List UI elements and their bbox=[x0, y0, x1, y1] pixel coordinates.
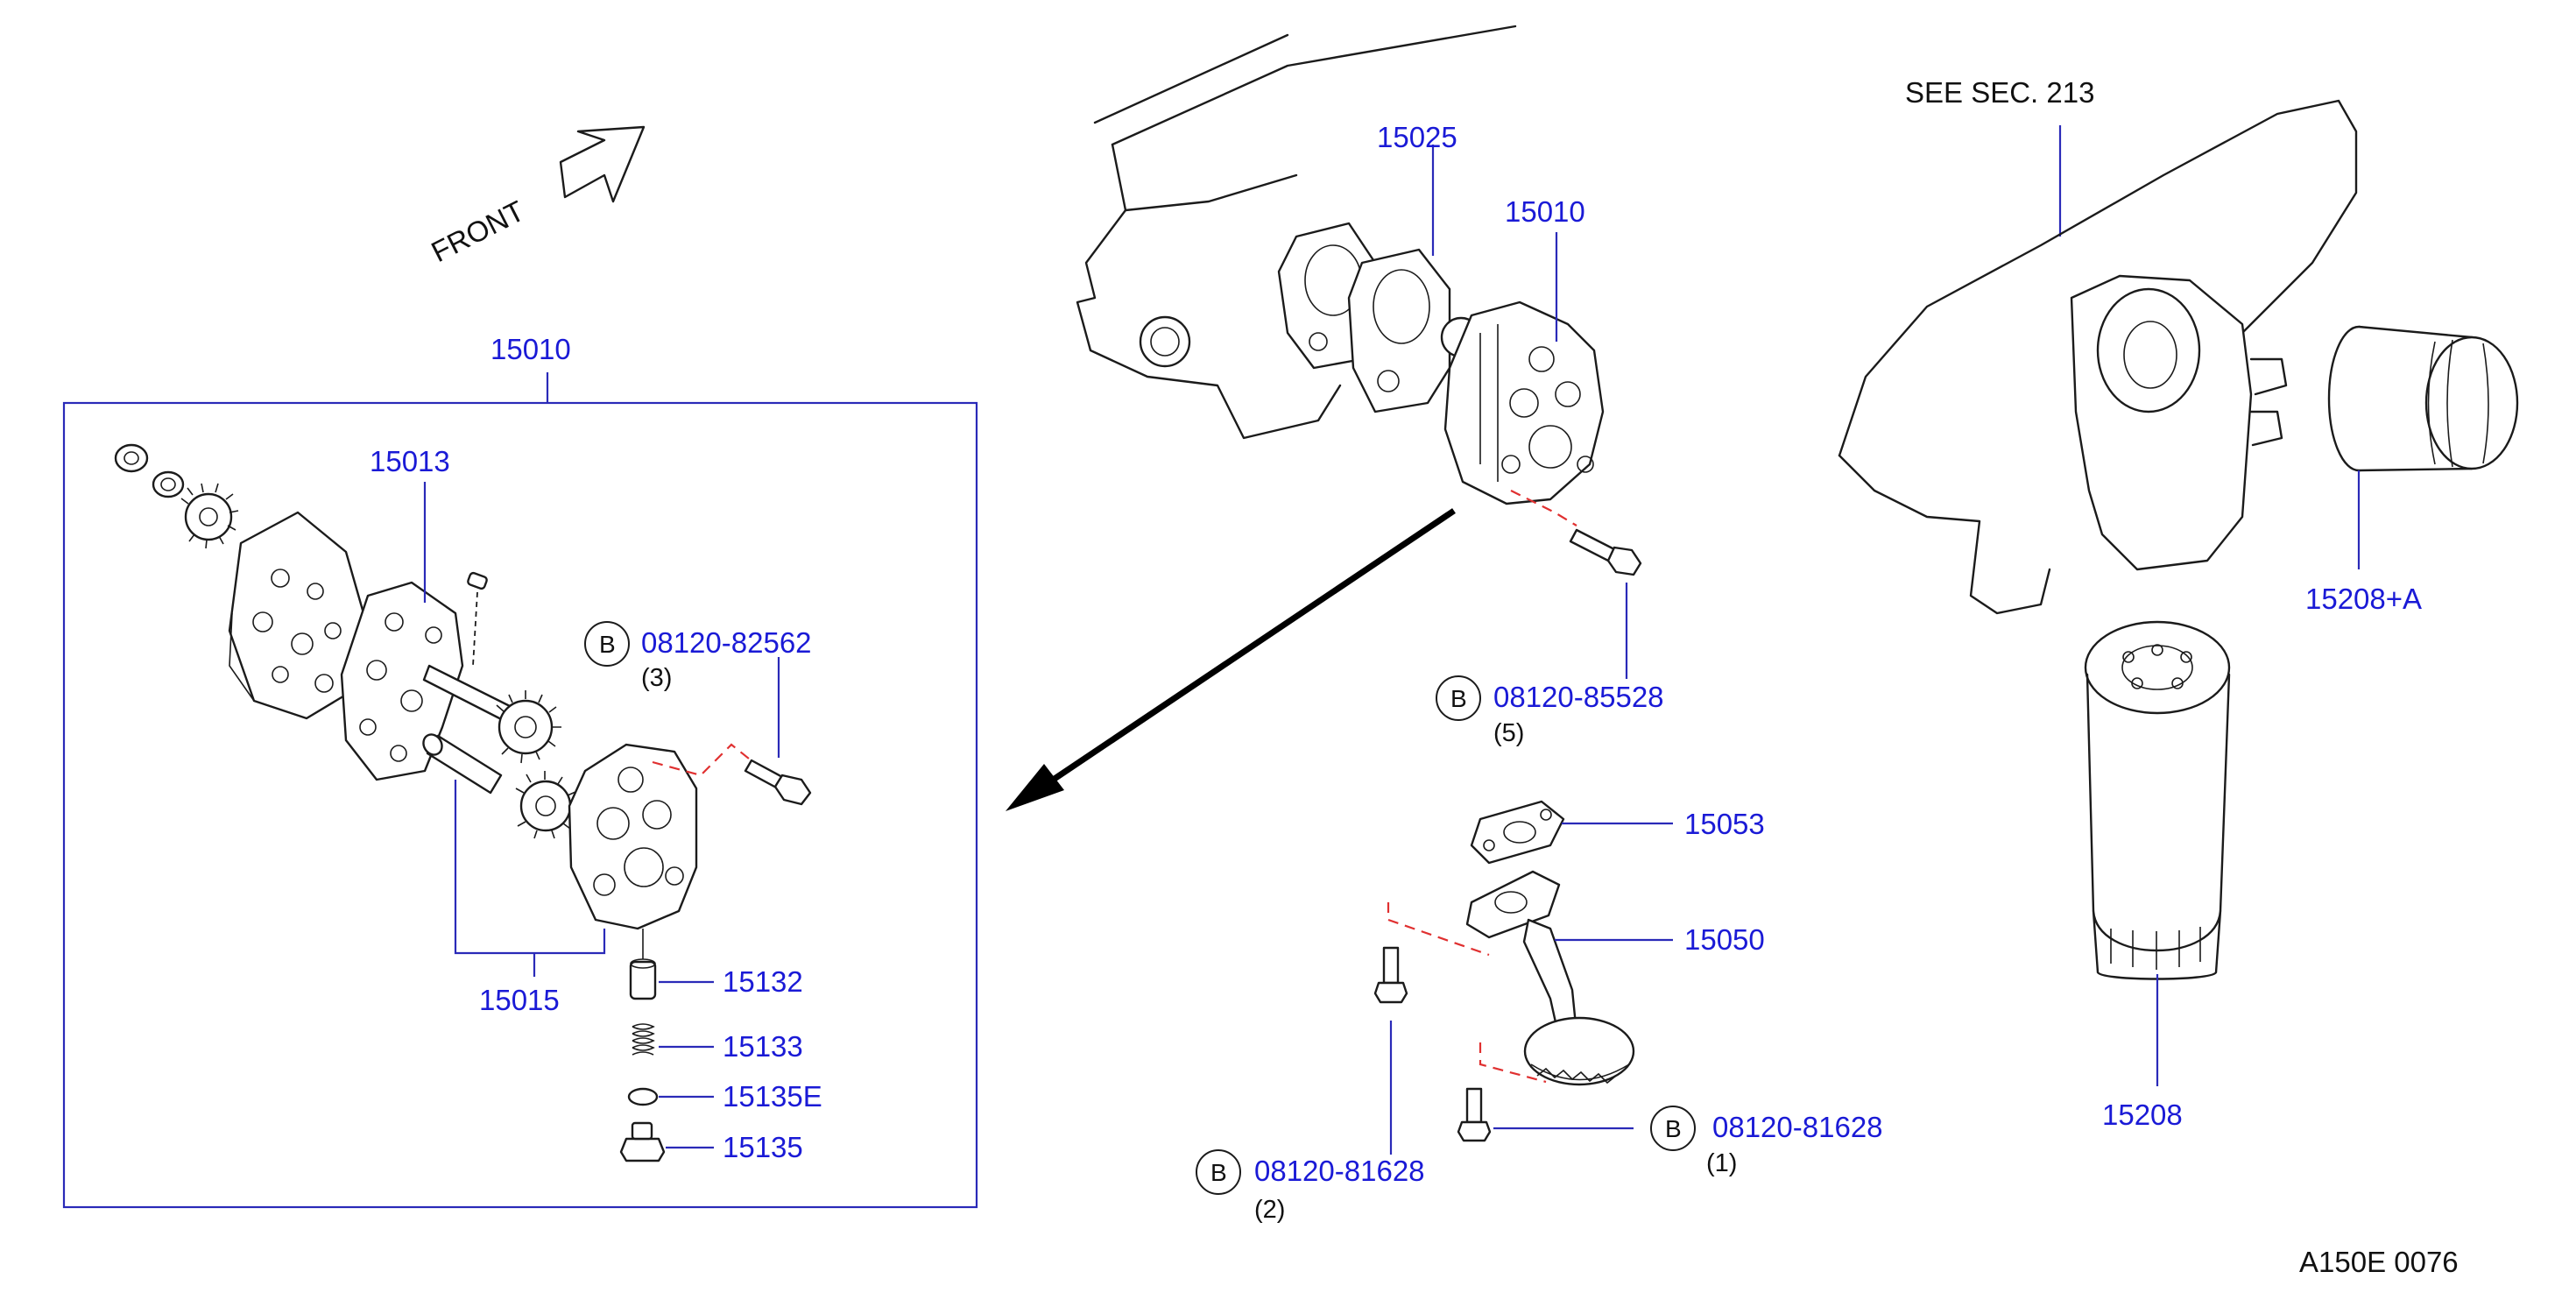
bolt-callout-08120-81628-1[interactable]: B 08120-81628 (1) bbox=[1650, 1106, 1883, 1177]
relief-valve-spring-icon bbox=[632, 1023, 655, 1056]
bolt-qty: (2) bbox=[1254, 1196, 1285, 1224]
oil-filter-bracket-icon bbox=[1838, 99, 2358, 615]
washer-icon bbox=[152, 470, 185, 498]
oil-filter-icon bbox=[2327, 325, 2519, 472]
bolt-part-number: 08120-85528 bbox=[1493, 681, 1664, 713]
outer-gear-icon bbox=[515, 771, 579, 839]
label-15208A[interactable]: 15208+A bbox=[2305, 583, 2422, 615]
label-15013[interactable]: 15013 bbox=[370, 445, 450, 477]
relief-valve-plunger-icon bbox=[629, 958, 657, 1000]
label-15208[interactable]: 15208 bbox=[2102, 1099, 2183, 1131]
bolt-icon bbox=[744, 759, 812, 806]
bolt-qty: (1) bbox=[1706, 1149, 1737, 1177]
bolt-badge-letter: B bbox=[1210, 1159, 1227, 1186]
pin-icon bbox=[467, 571, 488, 667]
label-15025[interactable]: 15025 bbox=[1377, 121, 1457, 153]
explode-arrow-icon bbox=[1006, 508, 1456, 811]
label-15053[interactable]: 15053 bbox=[1684, 808, 1765, 840]
bolt-badge-letter: B bbox=[599, 631, 616, 658]
bolt-badge-letter: B bbox=[1450, 685, 1467, 712]
label-15010-main[interactable]: 15010 bbox=[1505, 195, 1585, 228]
label-15050[interactable]: 15050 bbox=[1684, 923, 1765, 956]
nut-icon bbox=[114, 443, 149, 473]
front-label: FRONT bbox=[426, 194, 529, 269]
pump-shaft-icon bbox=[422, 664, 561, 764]
label-15133[interactable]: 15133 bbox=[723, 1030, 803, 1063]
label-15132[interactable]: 15132 bbox=[723, 965, 803, 998]
inset-oil-pump-assembly: 15010 bbox=[62, 333, 978, 1209]
o-ring-icon bbox=[627, 1087, 659, 1106]
bolt-badge-letter: B bbox=[1665, 1115, 1682, 1142]
bolt-callout-08120-81628-2[interactable]: B 08120-81628 (2) bbox=[1196, 1149, 1425, 1224]
pump-rod-icon bbox=[422, 733, 503, 795]
oil-strainer-icon bbox=[1465, 870, 1635, 1086]
label-inset-15010[interactable]: 15010 bbox=[490, 333, 571, 365]
oil-pump-assembly-icon bbox=[1440, 300, 1605, 505]
bolt-icon bbox=[1373, 946, 1408, 1004]
bolt-part-number: 08120-82562 bbox=[641, 626, 812, 659]
oil-filter-cartridge-icon bbox=[2084, 620, 2231, 980]
bolt-part-number: 08120-81628 bbox=[1254, 1155, 1425, 1187]
bolt-callout-08120-82562[interactable]: B 08120-82562 (3) bbox=[584, 621, 812, 692]
bolt-icon bbox=[1569, 528, 1642, 576]
pump-housing-front-icon bbox=[568, 743, 698, 930]
drive-gear-icon bbox=[180, 483, 239, 549]
label-15135[interactable]: 15135 bbox=[723, 1131, 803, 1163]
label-15015[interactable]: 15015 bbox=[479, 984, 560, 1016]
bolt-part-number: 08120-81628 bbox=[1712, 1111, 1883, 1143]
gasket-rear-icon bbox=[1347, 248, 1451, 413]
see-section-label[interactable]: SEE SEC. 213 bbox=[1905, 76, 2094, 109]
label-15135E[interactable]: 15135E bbox=[723, 1080, 822, 1113]
bolt-qty: (3) bbox=[641, 664, 672, 692]
bolt-qty: (5) bbox=[1493, 719, 1524, 747]
plug-icon bbox=[619, 1121, 666, 1162]
front-indicator: FRONT bbox=[426, 125, 646, 269]
strainer-gasket-icon bbox=[1470, 800, 1565, 865]
engine-block-icon bbox=[1076, 25, 1517, 440]
bolt-callout-08120-85528[interactable]: B 08120-85528 (5) bbox=[1436, 675, 1664, 747]
drawing-code: A150E 0076 bbox=[2299, 1246, 2459, 1278]
bolt-icon bbox=[1457, 1087, 1492, 1142]
